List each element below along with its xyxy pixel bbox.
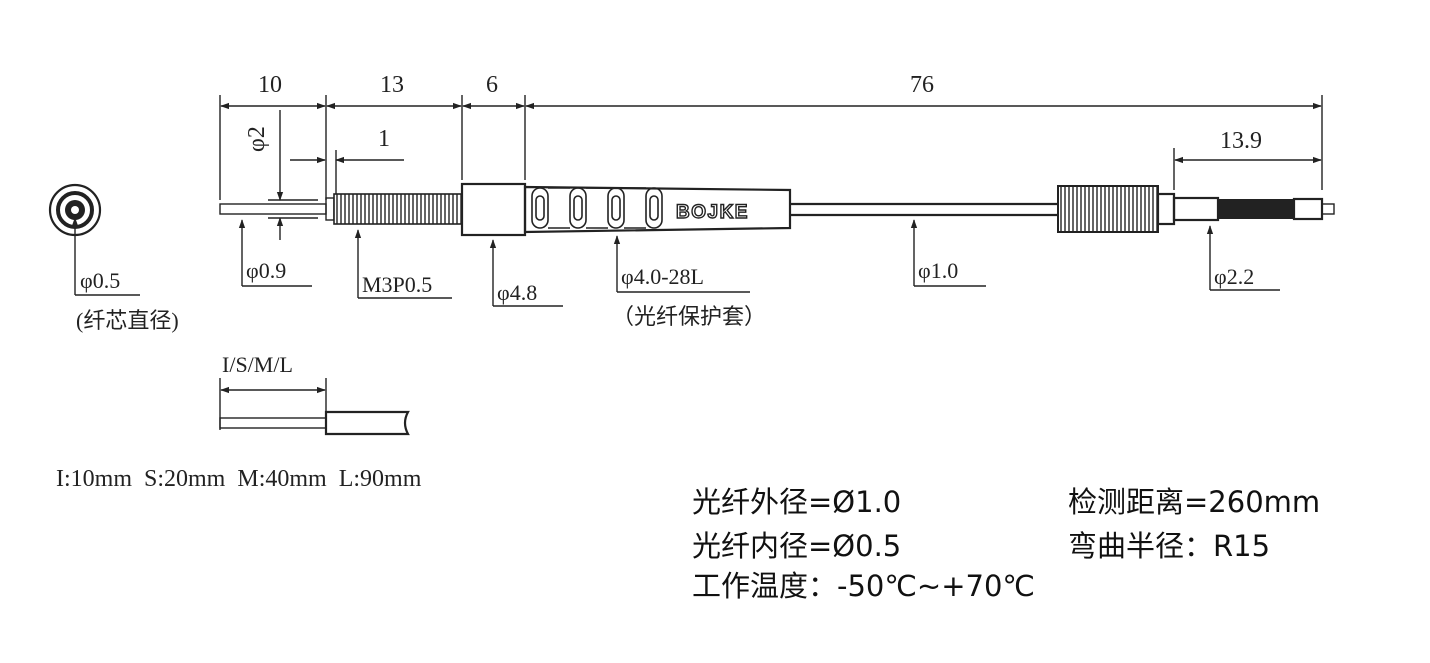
tip-diameter-label: φ0.9 (246, 258, 286, 283)
core-diameter-label: φ0.5 (80, 268, 120, 293)
tip-length-label: I/S/M/L (222, 352, 293, 377)
sensor-head (219, 182, 792, 237)
dim-13-9: 13.9 (1220, 128, 1262, 154)
dim-1: 1 (378, 126, 390, 152)
dim-13: 13 (380, 72, 404, 98)
end-diameter-label: φ2.2 (1214, 264, 1254, 289)
thread-label: M3P0.5 (362, 272, 432, 297)
top-dimension-lines (219, 95, 1323, 240)
sleeve-label: φ4.0-28L (621, 264, 704, 289)
brand-logo: BOJKE (676, 202, 749, 223)
dim-10: 10 (258, 72, 282, 98)
spec-detect-range: 检测距离=260mm (1068, 485, 1320, 519)
end-connector (1057, 185, 1335, 233)
dim-phi2: φ2 (244, 126, 270, 152)
tip-length-detail (219, 378, 410, 436)
spec-table: 光纤外径=Ø1.0 光纤内径=Ø0.5 工作温度：-50℃~+70℃ 检测距离=… (692, 485, 1320, 603)
spec-bend-radius: 弯曲半径：R15 (1068, 529, 1270, 563)
fiber-diameter-label: φ1.0 (918, 258, 958, 283)
end-view (48, 183, 140, 296)
spec-temperature: 工作温度：-50℃~+70℃ (692, 569, 1035, 603)
tip-length-options: I:10mm S:20mm M:40mm L:90mm (56, 466, 422, 492)
core-diameter-note: (纤芯直径) (76, 308, 179, 333)
sleeve-note: （光纤保护套） (612, 304, 766, 329)
spec-outer-diameter: 光纤外径=Ø1.0 (692, 485, 901, 519)
dim-76: 76 (910, 72, 934, 98)
bottom-callout-lines (238, 219, 1280, 307)
spec-inner-diameter: 光纤内径=Ø0.5 (692, 529, 901, 563)
fiber-cable (790, 202, 1058, 217)
dim-6: 6 (486, 72, 498, 98)
body-diameter-label: φ4.8 (497, 280, 537, 305)
